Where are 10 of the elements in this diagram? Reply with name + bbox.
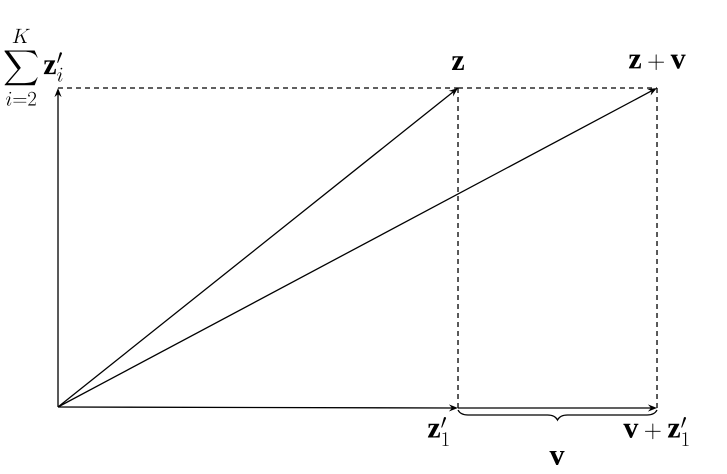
- vector-label: $\mathbf{z}'_1$: [428, 416, 449, 446]
- vector-label: $\mathbf{z}+\mathbf{v}$: [628, 54, 686, 70]
- dashed-line: [457, 88, 459, 408]
- dashed-line: [656, 88, 658, 408]
- brace-label: $\mathbf{v}$: [550, 450, 565, 466]
- dashed-line: [458, 87, 657, 89]
- vector-label: $\mathbf{z}$: [452, 56, 464, 70]
- vector-label: $\mathbf{v}+\mathbf{z}'_1$: [623, 416, 689, 446]
- vector-label: $\sum_{i=2}^{K}\mathbf{z}'_i$: [4, 28, 62, 106]
- dashed-line: [58, 87, 458, 89]
